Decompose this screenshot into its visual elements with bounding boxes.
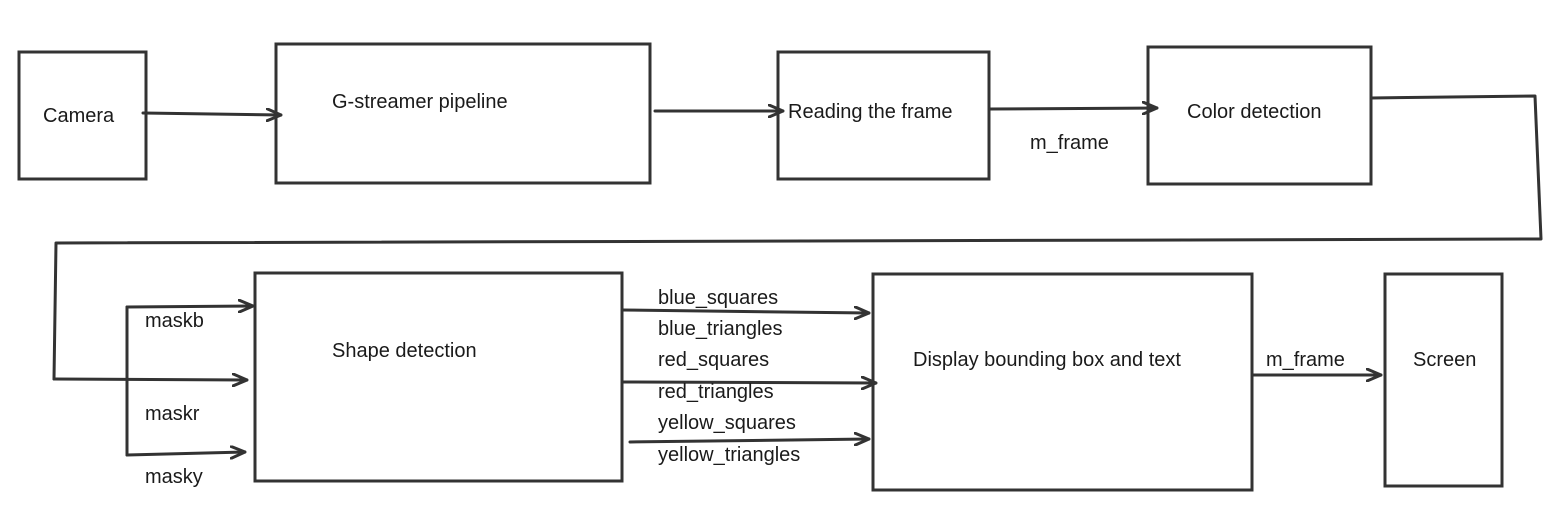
camera-label: Camera <box>43 105 115 127</box>
shape-detection-label: Shape detection <box>332 340 477 362</box>
reading-frame-box <box>776 50 991 181</box>
reading-frame-label: Reading the frame <box>788 101 953 123</box>
gstreamer-label: G-streamer pipeline <box>332 91 508 113</box>
shape-detection-box <box>253 271 624 483</box>
maskr-label: maskr <box>145 403 200 425</box>
masky-arrow <box>125 452 247 455</box>
camera-to-gstreamer-arrow <box>141 113 283 115</box>
color-detection-box <box>1146 45 1373 186</box>
maskb-label: maskb <box>145 310 204 332</box>
screen-label: Screen <box>1413 349 1476 371</box>
masky-label: masky <box>145 466 203 488</box>
red-triangles-label: red_triangles <box>658 381 774 403</box>
m-frame-label-top: m_frame <box>1030 132 1109 154</box>
display-label: Display bounding box and text <box>913 349 1181 371</box>
m-frame-label-bottom: m_frame <box>1266 349 1345 371</box>
maskb-arrow <box>125 306 255 307</box>
color-to-shape-connector <box>52 94 1543 381</box>
blue-shapes-arrow <box>620 310 871 313</box>
gstreamer-box <box>274 42 652 185</box>
red-squares-label: red_squares <box>658 349 769 371</box>
blue-triangles-label: blue_triangles <box>658 318 783 340</box>
yellow-squares-label: yellow_squares <box>658 412 796 434</box>
camera-box <box>17 50 148 181</box>
yellow-triangles-label: yellow_triangles <box>658 444 800 466</box>
display-box <box>871 272 1254 492</box>
reading-to-color-arrow <box>987 108 1159 109</box>
color-detection-label: Color detection <box>1187 101 1322 123</box>
blue-squares-label: blue_squares <box>658 287 778 309</box>
yellow-shapes-arrow <box>628 439 871 442</box>
screen-box <box>1383 272 1504 488</box>
maskr-arrow <box>52 379 249 380</box>
red-shapes-arrow <box>620 382 878 383</box>
